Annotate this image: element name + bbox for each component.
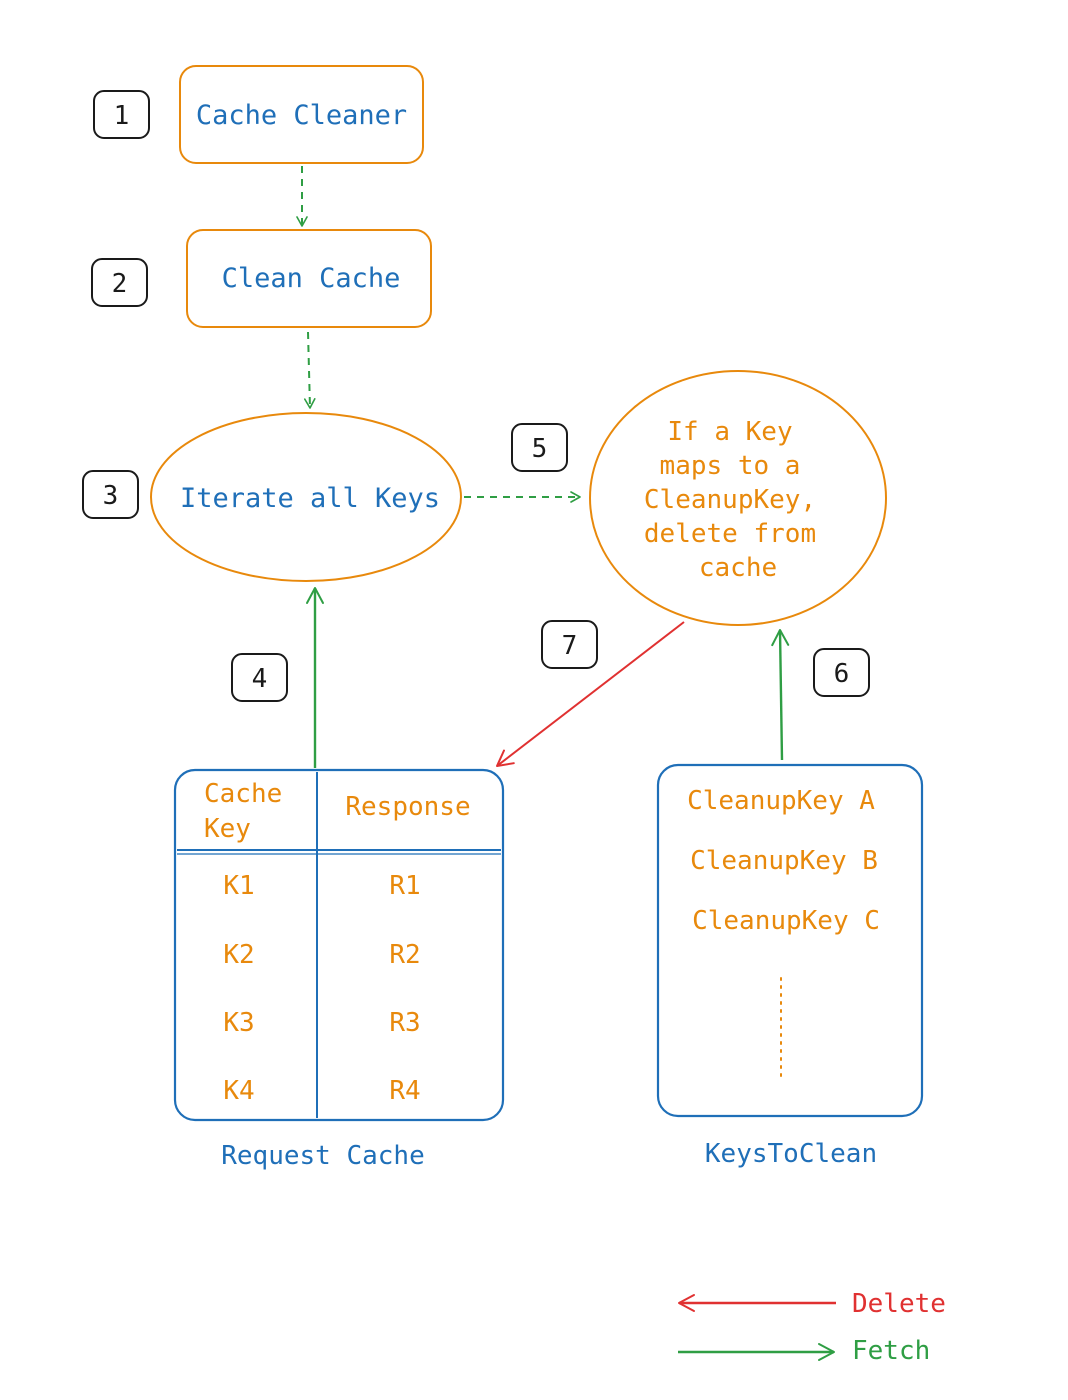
request-cache-caption: Request Cache — [221, 1141, 425, 1171]
table-cell-key: K4 — [223, 1076, 254, 1106]
step-badge-3: 3 — [82, 470, 139, 519]
legend: Delete Fetch — [678, 1289, 946, 1366]
request-cache-table: Cache Key Response K1 R1 K2 R2 K3 R3 K4 … — [173, 768, 505, 1122]
step-number: 6 — [834, 659, 850, 689]
keys-to-clean-caption: KeysToClean — [705, 1139, 877, 1169]
table-cell-response: R1 — [389, 871, 420, 901]
step-number: 3 — [103, 481, 119, 511]
header-cache-key: Cache — [204, 779, 282, 809]
cache-cleaner-node: Cache Cleaner — [179, 65, 424, 164]
iterate-keys-node: Iterate all Keys — [150, 412, 462, 582]
step-number: 4 — [252, 664, 268, 694]
arrow-clean-to-iterate — [303, 331, 316, 409]
arrow-delete-decision-to-table — [496, 621, 685, 767]
step-number: 2 — [112, 269, 128, 299]
decision-line: If a Key — [667, 417, 792, 447]
legend-delete-label: Delete — [852, 1289, 946, 1319]
clean-cache-label: Clean Cache — [222, 263, 401, 294]
cleanup-key-item: CleanupKey B — [690, 846, 878, 876]
header-response: Response — [345, 792, 470, 822]
keys-to-clean-list: CleanupKey A CleanupKey B CleanupKey C — [656, 763, 924, 1118]
step-number: 7 — [562, 631, 578, 661]
legend-fetch-label: Fetch — [852, 1336, 930, 1366]
table-cell-key: K2 — [223, 940, 254, 970]
step-badge-1: 1 — [93, 90, 150, 139]
cleanup-key-item: CleanupKey C — [692, 906, 880, 936]
step-number: 5 — [532, 434, 548, 464]
step-badge-4: 4 — [231, 653, 288, 702]
header-cache-key: Key — [204, 814, 251, 844]
decision-line: cache — [699, 553, 777, 583]
table-cell-response: R2 — [389, 940, 420, 970]
step-badge-2: 2 — [91, 258, 148, 307]
iterate-keys-label: Iterate all Keys — [180, 483, 440, 514]
decision-line: CleanupKey, — [644, 485, 816, 515]
decision-line: maps to a — [660, 451, 801, 481]
step-badge-7: 7 — [541, 620, 598, 669]
arrow-fetch-keys-to-decision — [771, 629, 790, 761]
table-cell-key: K3 — [223, 1008, 254, 1038]
clean-cache-node: Clean Cache — [186, 229, 432, 328]
step-badge-6: 6 — [813, 648, 870, 697]
step-badge-5: 5 — [511, 423, 568, 472]
step-number: 1 — [114, 101, 130, 131]
table-cell-response: R3 — [389, 1008, 420, 1038]
table-cell-key: K1 — [223, 871, 254, 901]
cache-cleaner-label: Cache Cleaner — [196, 100, 407, 131]
table-cell-response: R4 — [389, 1076, 420, 1106]
cleanup-key-item: CleanupKey A — [687, 786, 875, 816]
decision-node: If a Key maps to a CleanupKey, delete fr… — [589, 370, 887, 626]
decision-line: delete from — [644, 519, 816, 549]
